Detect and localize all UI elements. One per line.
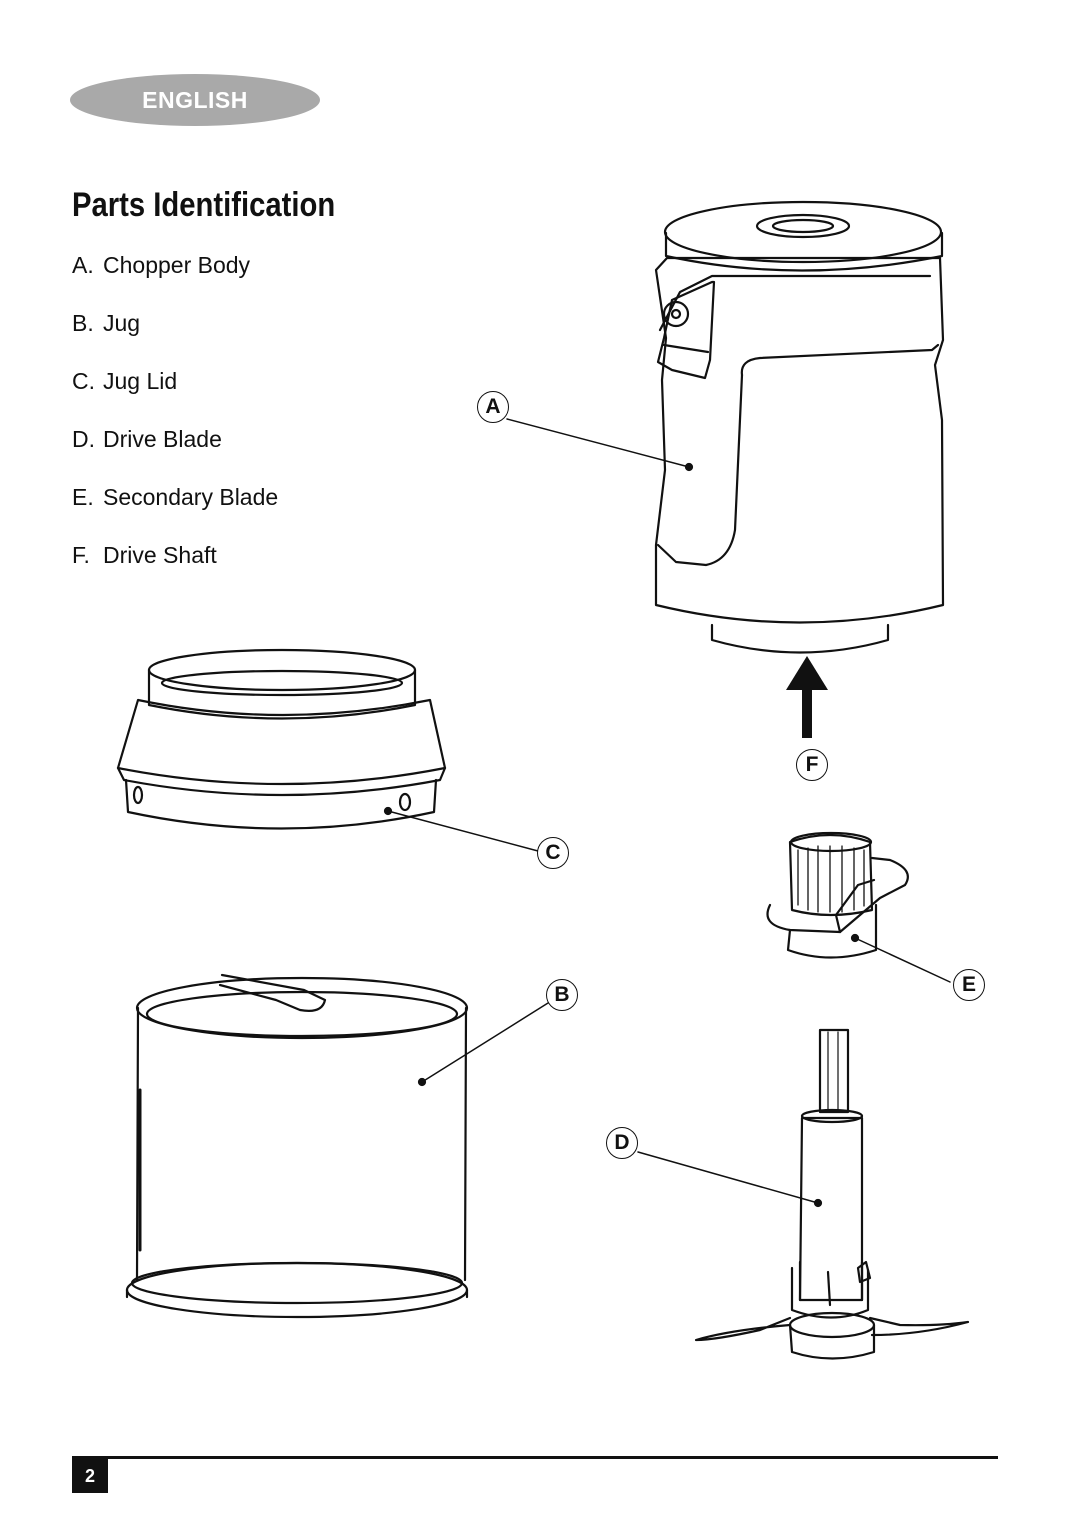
callout-c: C [537,837,569,869]
callout-e: E [953,969,985,1001]
part-letter: D. [72,426,95,452]
part-letter: A. [72,252,94,278]
list-item: D. Drive Blade [72,426,278,484]
language-badge: ENGLISH [70,74,320,126]
part-name: Jug Lid [103,368,178,394]
list-item: E. Secondary Blade [72,484,278,542]
part-letter: C. [72,368,95,394]
part-name: Jug [103,310,141,336]
part-letter: B. [72,310,94,336]
list-item: C. Jug Lid [72,368,278,426]
chopper-body-drawing [506,200,945,654]
page-number: 2 [72,1459,108,1493]
jug-drawing [125,973,549,1319]
list-item: B. Jug [72,310,278,368]
page-title: Parts Identification [72,186,336,224]
list-item: F. Drive Shaft [72,542,278,600]
secondary-blade-drawing [766,831,951,983]
part-name: Secondary Blade [103,484,279,510]
callout-a: A [477,391,509,423]
list-item: A. Chopper Body [72,252,278,310]
part-letter: F. [72,542,90,568]
part-name: Drive Shaft [103,542,217,568]
part-name: Chopper Body [103,252,251,278]
footer-rule [72,1456,998,1459]
drive-blade-drawing [637,1028,970,1360]
part-name: Drive Blade [103,426,222,452]
callout-f: F [796,749,828,781]
jug-lid-drawing [116,648,539,852]
callout-d: D [606,1127,638,1159]
parts-list: A. Chopper Body B. Jug C. Jug Lid D. Drive B… [72,252,278,600]
arrow-up-icon [786,656,828,738]
callout-b: B [546,979,578,1011]
part-letter: E. [72,484,94,510]
